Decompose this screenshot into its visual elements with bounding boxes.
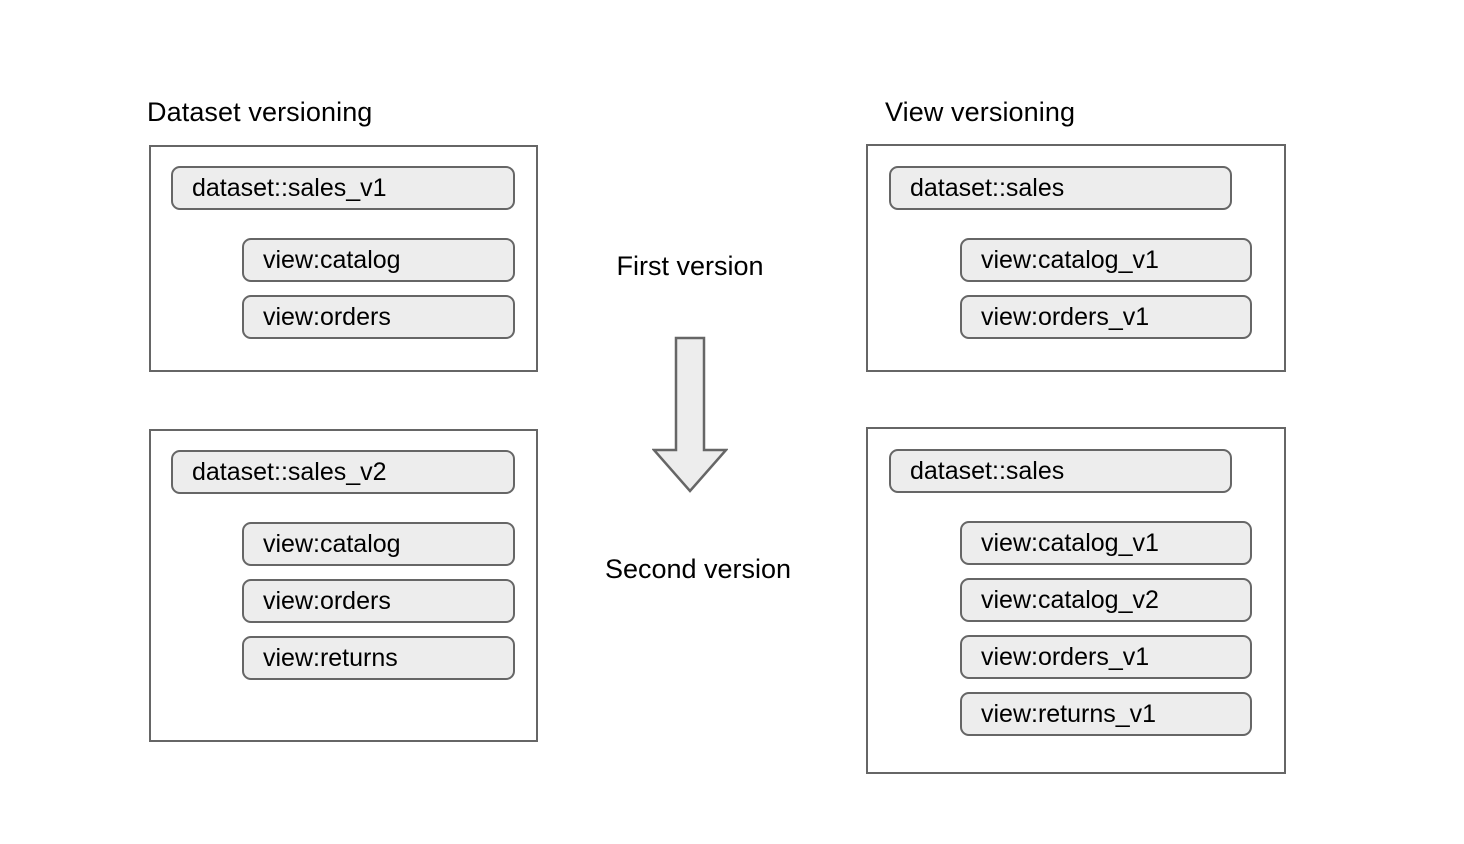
second-version-label: Second version — [604, 554, 792, 584]
view-pill[interactable]: view:returns_v1 — [960, 692, 1252, 736]
view-versioning-first-version-box: dataset::sales view:catalog_v1 view:orde… — [866, 144, 1286, 372]
view-pill[interactable]: view:catalog — [242, 238, 515, 282]
dataset-pill[interactable]: dataset::sales_v2 — [171, 450, 515, 494]
dataset-pill[interactable]: dataset::sales_v1 — [171, 166, 515, 210]
view-pill[interactable]: view:catalog_v2 — [960, 578, 1252, 622]
dataset-versioning-second-version-box: dataset::sales_v2 view:catalog view:orde… — [149, 429, 538, 742]
view-pill[interactable]: view:orders — [242, 295, 515, 339]
view-pill[interactable]: view:orders_v1 — [960, 635, 1252, 679]
dataset-pill[interactable]: dataset::sales — [889, 166, 1232, 210]
column-heading-view-versioning: View versioning — [885, 97, 1076, 127]
view-pill[interactable]: view:returns — [242, 636, 515, 680]
view-versioning-second-version-box: dataset::sales view:catalog_v1 view:cata… — [866, 427, 1286, 774]
view-pill[interactable]: view:catalog_v1 — [960, 521, 1252, 565]
dataset-pill[interactable]: dataset::sales — [889, 449, 1232, 493]
column-heading-dataset-versioning: Dataset versioning — [147, 97, 373, 127]
view-pill[interactable]: view:orders — [242, 579, 515, 623]
dataset-versioning-first-version-box: dataset::sales_v1 view:catalog view:orde… — [149, 145, 538, 372]
arrow-down-icon — [652, 336, 728, 493]
view-pill[interactable]: view:catalog — [242, 522, 515, 566]
view-pill[interactable]: view:catalog_v1 — [960, 238, 1252, 282]
first-version-label: First version — [616, 251, 764, 281]
view-pill[interactable]: view:orders_v1 — [960, 295, 1252, 339]
